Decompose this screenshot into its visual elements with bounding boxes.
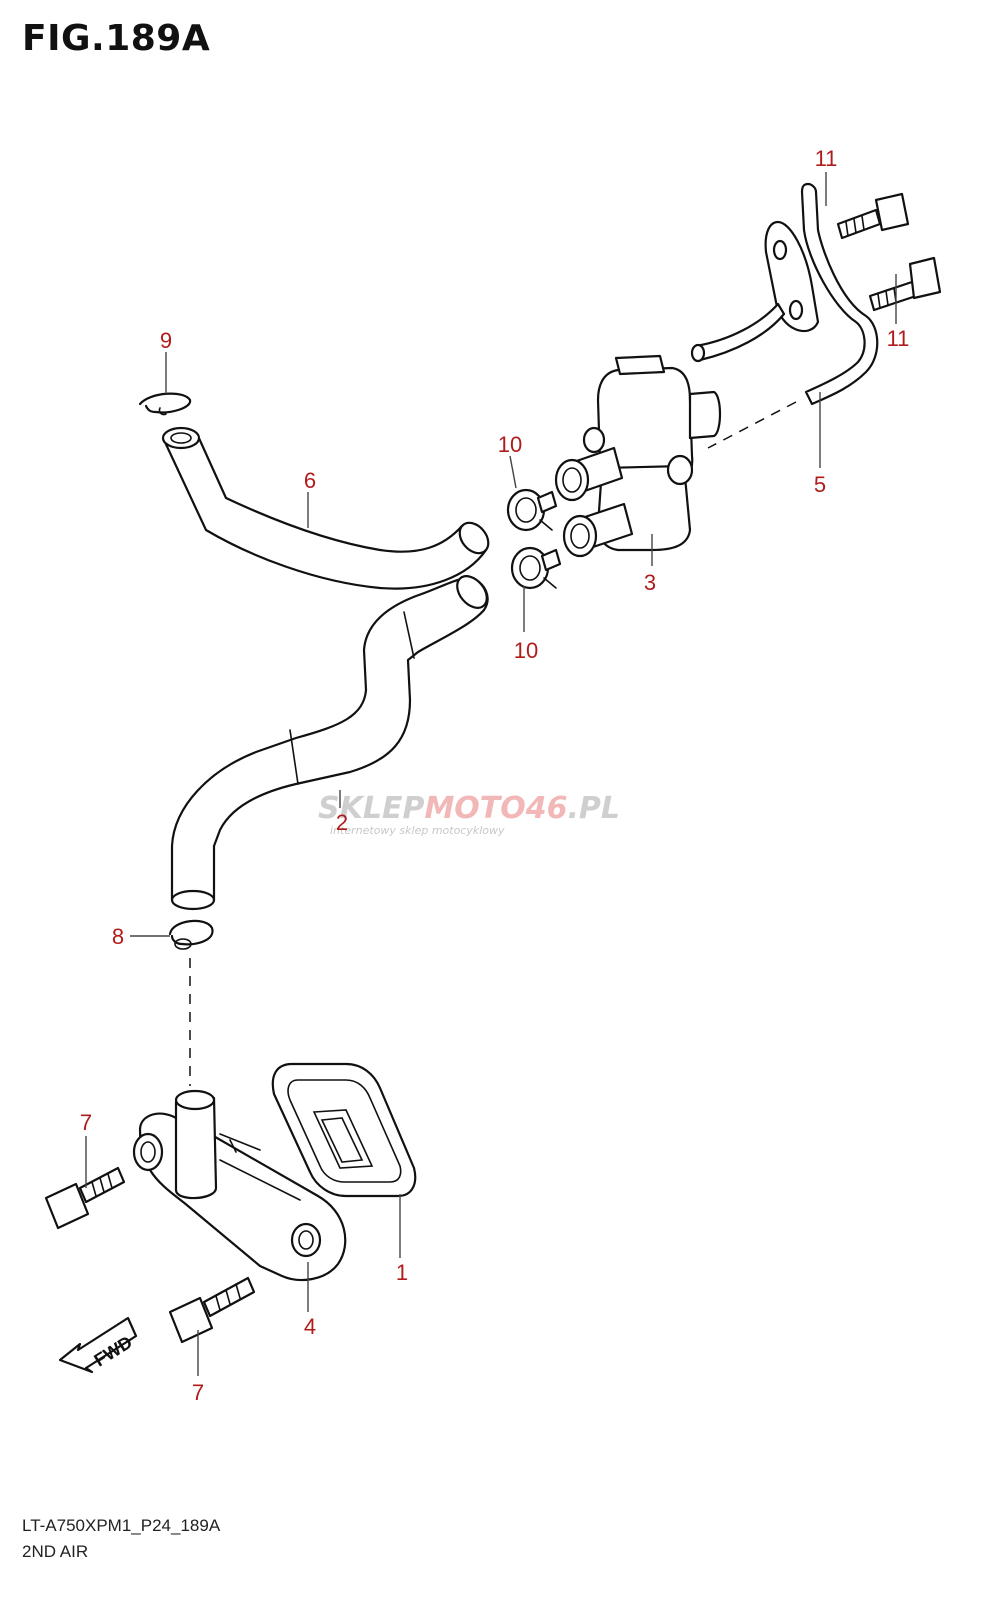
bolt-11-lower (868, 256, 942, 312)
hose-clamp-10-upper (506, 488, 558, 532)
watermark-part-a: SKLEP (318, 791, 424, 826)
callout-7-upper: 7 (80, 1110, 92, 1135)
clip-8 (168, 919, 214, 950)
bolt-7-lower (168, 1276, 256, 1344)
hose-2 (170, 575, 489, 911)
clip-9 (138, 392, 192, 416)
forward-direction-arrow: FWD (58, 1316, 138, 1374)
callout-8: 8 (112, 924, 124, 949)
callout-5: 5 (814, 472, 826, 497)
watermark: SKLEPMOTO46.PL internetowy sklep motocyk… (318, 791, 620, 837)
air-valve-3 (554, 354, 722, 558)
callout-labels: 11 11 5 3 10 10 9 6 2 8 7 7 4 1 (80, 146, 910, 1405)
bolt-7-upper (44, 1166, 126, 1230)
reed-valve-cover-4 (132, 1089, 347, 1282)
watermark-part-c: 46 (525, 791, 568, 826)
leader-lines (85, 172, 897, 1376)
hose-6 (161, 426, 490, 590)
pipe-5-with-bracket (690, 182, 879, 406)
hose-clamp-10-lower (510, 546, 562, 590)
watermark-tagline: internetowy sklep motocyklowy (330, 824, 505, 837)
callout-3: 3 (644, 570, 656, 595)
callout-7-lower: 7 (192, 1380, 204, 1405)
callout-4: 4 (304, 1314, 316, 1339)
gasket-1 (271, 1062, 417, 1198)
figure-title: FIG.189A (22, 18, 211, 59)
watermark-part-d: .PL (568, 791, 621, 826)
callout-11-upper: 11 (815, 146, 838, 171)
callout-9: 9 (160, 328, 172, 353)
callout-10-upper: 10 (498, 432, 522, 457)
callout-11-lower: 11 (887, 326, 910, 351)
watermark-part-b: MOTO (424, 791, 525, 826)
svg-text:SKLEPMOTO46.PL: SKLEPMOTO46.PL (318, 791, 620, 826)
callout-1: 1 (396, 1260, 408, 1285)
bolt-11-upper (836, 192, 910, 240)
section-name: 2ND AIR (22, 1542, 89, 1561)
model-code: LT-A750XPM1_P24_189A (22, 1516, 221, 1535)
callout-2: 2 (336, 810, 348, 835)
callout-10-lower: 10 (514, 638, 538, 663)
callout-6: 6 (304, 468, 316, 493)
